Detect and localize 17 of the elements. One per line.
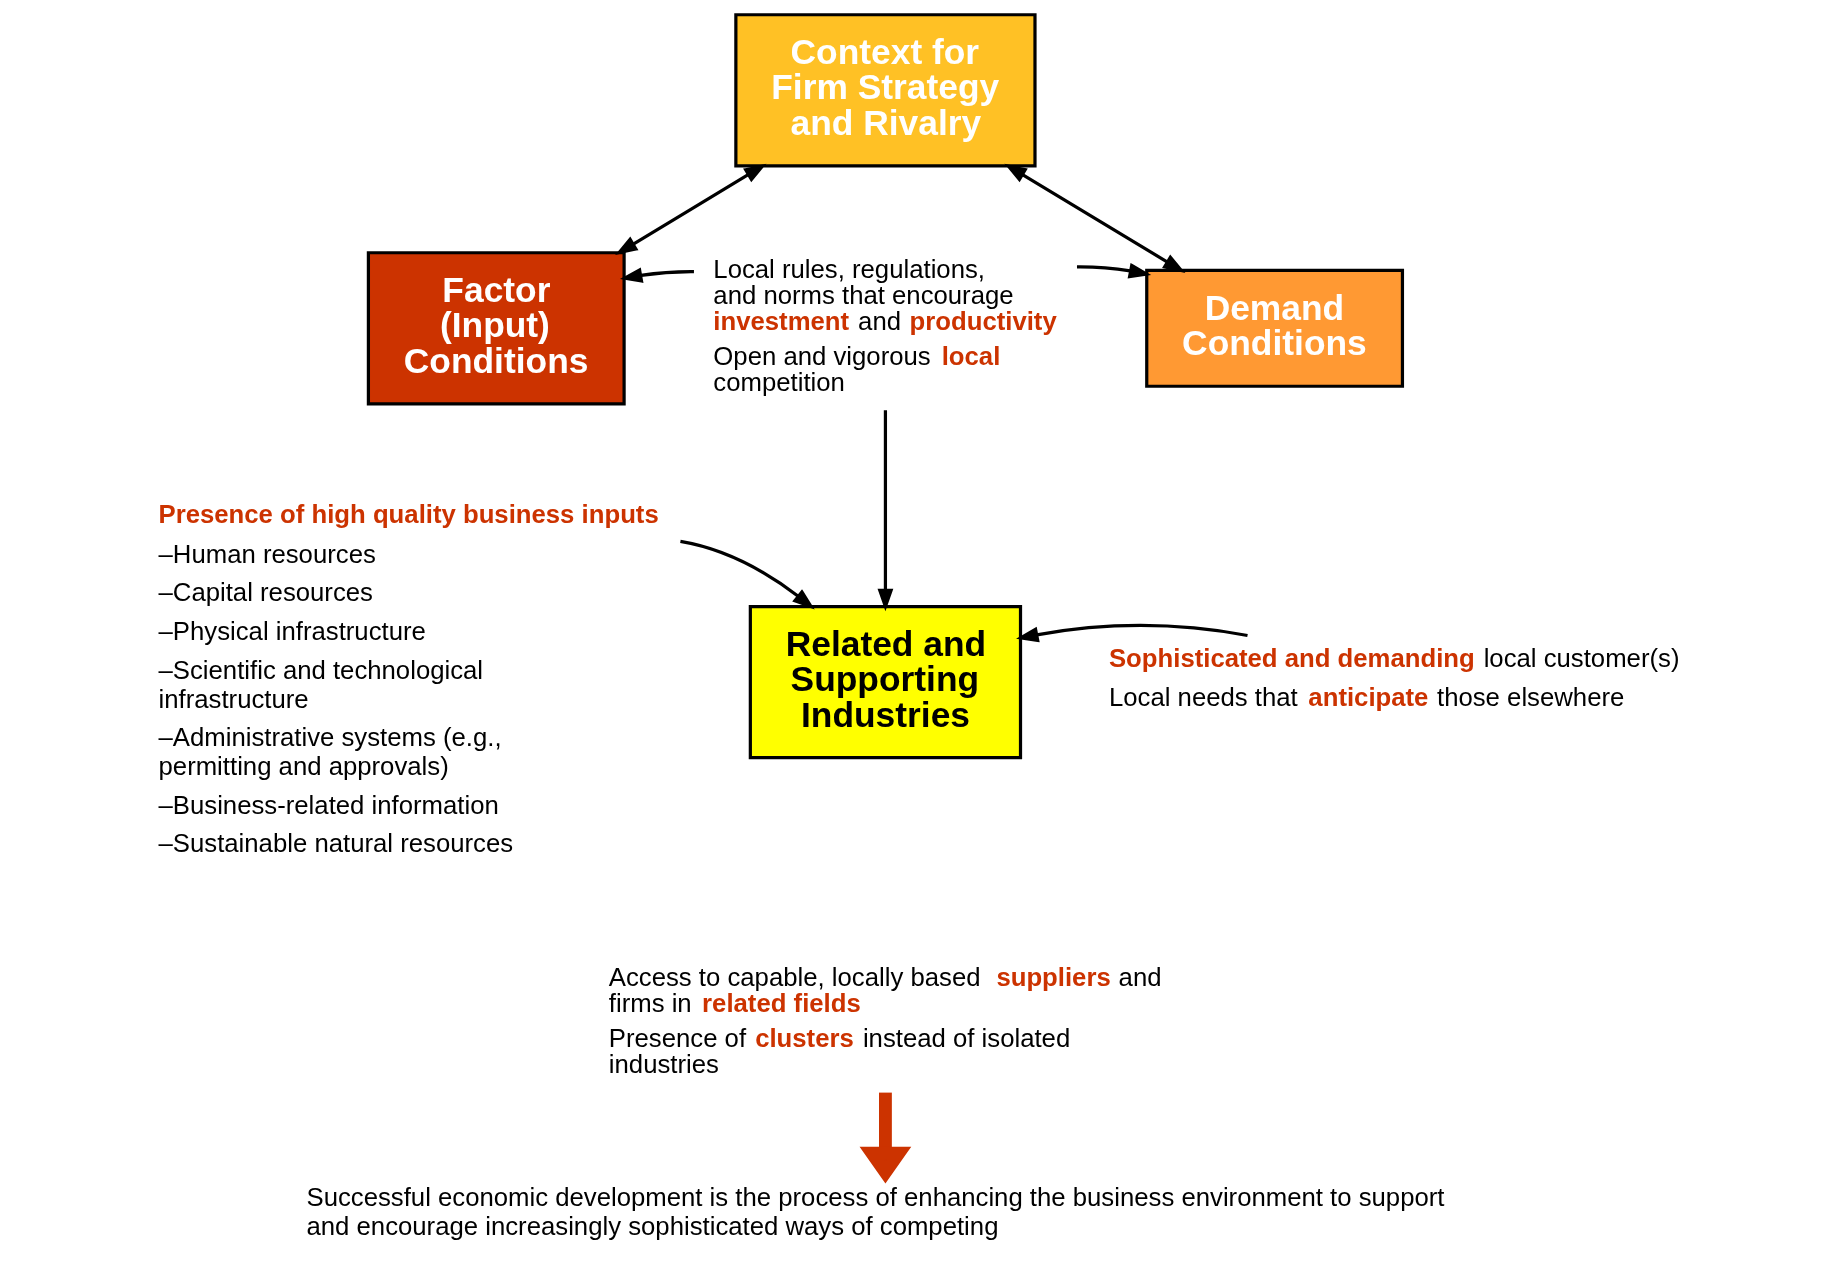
arrow	[877, 410, 893, 612]
arrow	[1076, 262, 1151, 279]
node-text: Access to capable, locally based suppliers and firms in related fields Presence of clusters instead of isolated industries	[608, 962, 1162, 1078]
node-text: Local rules, regulations, and norms that encourage investment and productivity Open and vigorous local competition	[712, 255, 1057, 396]
node-box: Context for Firm Strategy and Rivalry	[733, 13, 1037, 168]
node-text: Presence of high quality business inputs –Human resources –Capital resources –Physical infrastructure –Scientific and technological infrastructure –Administrative systems (e.g., permitting and approvals) –Business-related information –Sustainable natural resources	[158, 499, 659, 858]
node-box: Demand Conditions	[1144, 268, 1404, 388]
node-box: Factor (Input) Conditions	[366, 251, 626, 406]
arrow	[619, 267, 694, 283]
arrow	[859, 1092, 911, 1184]
node-box: Related and Supporting Industries	[748, 604, 1022, 760]
arrow	[614, 163, 766, 256]
arrow	[1003, 163, 1185, 273]
arrow	[1015, 623, 1248, 643]
node-text: Successful economic development is the process of enhancing the business environment to support and encourage increasingly sophisticated ways of competing	[305, 1183, 1444, 1241]
node-text: Sophisticated and demanding local customer(s) Local needs that anticipate those elsewhere	[1108, 644, 1679, 711]
arrow	[679, 539, 815, 610]
